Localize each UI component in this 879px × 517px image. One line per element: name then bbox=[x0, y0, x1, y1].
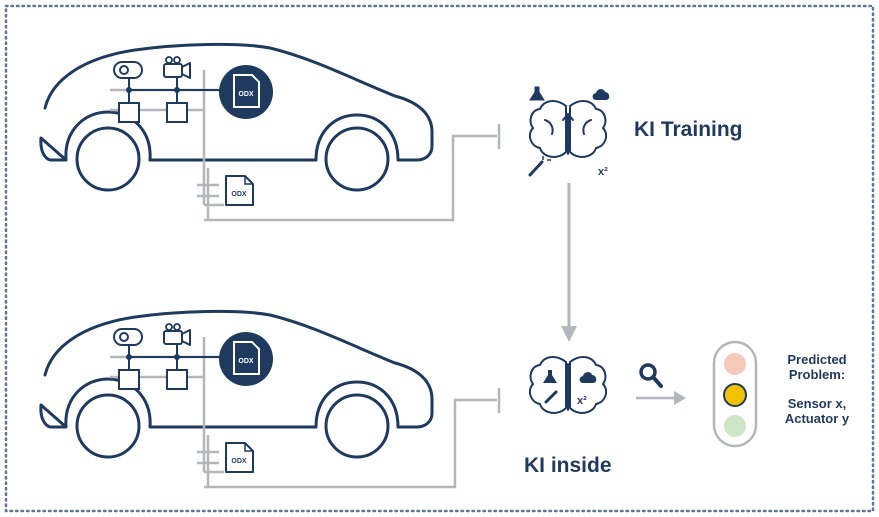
front-wheel-arch bbox=[64, 377, 152, 428]
red-light bbox=[724, 353, 746, 375]
inference-arrow bbox=[636, 391, 686, 405]
amber-light bbox=[723, 383, 747, 407]
rear-wheel bbox=[324, 393, 390, 459]
wand-icon bbox=[528, 156, 551, 177]
bottom-car: ODX ODX bbox=[39, 309, 434, 487]
front-wheel bbox=[75, 126, 141, 192]
x-squared-icon: x² bbox=[598, 166, 608, 178]
car-body-outline bbox=[39, 42, 434, 162]
magnifier-icon bbox=[639, 363, 663, 388]
odx-document-icon: ODX bbox=[225, 175, 254, 206]
sensor-pill-icon bbox=[113, 61, 143, 79]
dotted-border bbox=[4, 4, 875, 513]
flask-icon bbox=[543, 370, 557, 383]
sensor-pill-icon bbox=[113, 328, 143, 346]
video-camera-icon bbox=[163, 56, 191, 79]
odx-badge: ODX bbox=[219, 332, 273, 386]
prediction-line: Problem: bbox=[788, 367, 846, 382]
diagnostic-plug bbox=[197, 183, 219, 198]
ki-training-brain: x² bbox=[528, 86, 610, 178]
ecu-box bbox=[166, 369, 188, 390]
cloud-icon bbox=[579, 372, 597, 383]
car-body-outline bbox=[39, 309, 434, 429]
bus-node bbox=[174, 87, 180, 93]
ecu-box bbox=[166, 102, 188, 123]
ecu-box bbox=[118, 102, 140, 123]
top-car: ODX ODX bbox=[39, 42, 434, 220]
brain-icon bbox=[528, 356, 608, 414]
ecu-box bbox=[118, 369, 140, 390]
ki-training-label: KI Training bbox=[634, 118, 743, 141]
bottom-car-connector bbox=[204, 388, 501, 489]
top-car-connector bbox=[204, 124, 501, 222]
bus-node bbox=[126, 87, 132, 93]
prediction-text: Predicted Problem: Sensor x, Actuator y bbox=[768, 352, 866, 426]
green-light bbox=[724, 415, 746, 437]
odx-badge: ODX bbox=[219, 65, 273, 119]
video-camera-icon bbox=[163, 323, 191, 346]
flask-icon bbox=[529, 86, 545, 101]
front-wheel bbox=[75, 393, 141, 459]
ki-inside-brain: x² bbox=[528, 356, 608, 414]
bus-node bbox=[174, 354, 180, 360]
bus-node bbox=[126, 354, 132, 360]
prediction-line: Predicted bbox=[787, 352, 847, 367]
traffic-light-icon bbox=[712, 340, 758, 448]
odx-badge-label: ODX bbox=[238, 91, 254, 98]
rear-wheel-arch bbox=[314, 113, 400, 161]
odx-document-label: ODX bbox=[231, 458, 247, 465]
odx-document-icon: ODX bbox=[225, 442, 254, 473]
prediction-line: Actuator y bbox=[784, 411, 850, 426]
spacer bbox=[768, 382, 866, 396]
odx-badge-label: ODX bbox=[238, 358, 254, 365]
rear-wheel bbox=[324, 126, 390, 192]
rear-wheel-arch bbox=[314, 380, 400, 428]
training-to-inside-arrow bbox=[561, 183, 577, 342]
diagnostic-plug bbox=[197, 450, 219, 465]
cloud-icon bbox=[592, 89, 610, 100]
x-squared-icon: x² bbox=[577, 395, 587, 407]
ki-inside-label: KI inside bbox=[524, 454, 612, 477]
wand-icon bbox=[544, 390, 558, 404]
odx-document-label: ODX bbox=[231, 191, 247, 198]
prediction-line: Sensor x, bbox=[787, 396, 847, 411]
brain-icon bbox=[528, 100, 608, 158]
front-wheel-arch bbox=[64, 110, 152, 161]
